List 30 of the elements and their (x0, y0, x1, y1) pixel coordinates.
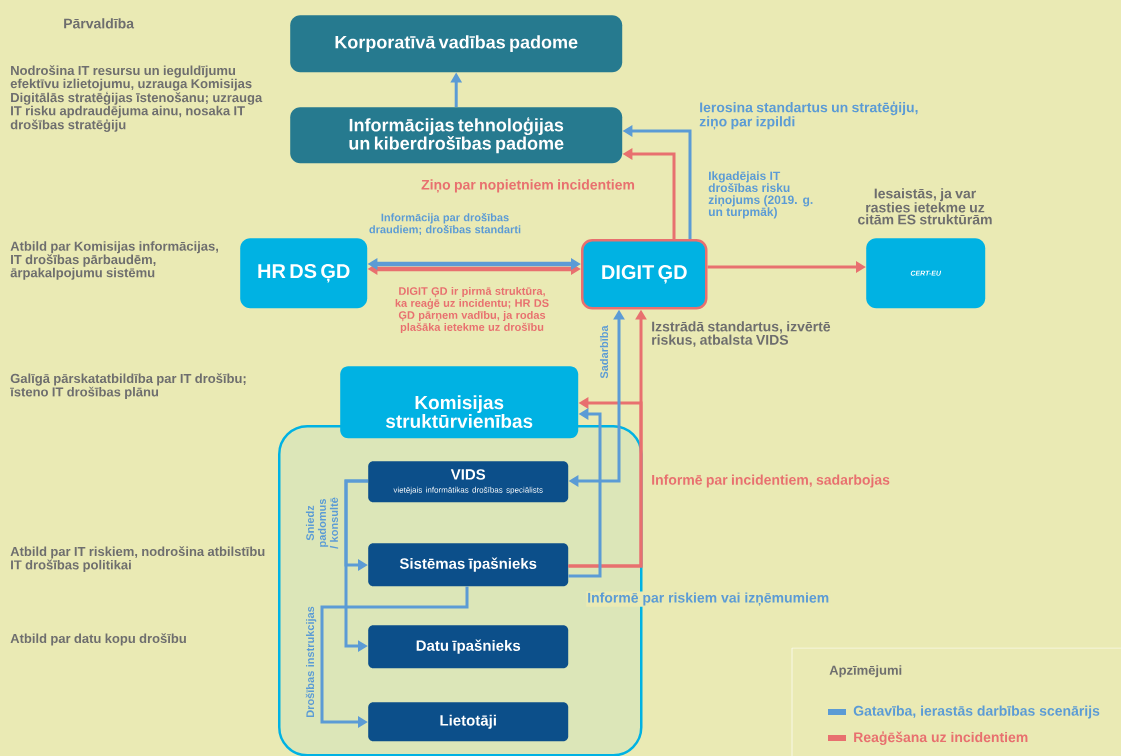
role-box: VIDS vietējais informātikas drošības speciālists (368, 461, 569, 503)
label-text: Atbild par IT riskiem, nodrošina atbilstību IT drošības politikai (10, 546, 265, 572)
legend-text: Gatavība, ierastās darbības scenārijs (853, 705, 1100, 719)
label-text: Apzīmējumi (829, 665, 902, 678)
board-box: Korporatīvā vadības padome (290, 15, 623, 73)
department-box: HR DS ĢD (240, 238, 368, 309)
department-box: DIGIT ĢD (581, 239, 708, 310)
role-box: Lietotāji (368, 702, 569, 742)
edge-label: Sniedz padomus / konsultē (305, 497, 339, 549)
label-text: Galīgā pārskatatbildība par IT drošību; īsteno IT drošības plānu (10, 373, 246, 400)
edge-label: Sadarbība (599, 325, 609, 379)
edge-label: DIGIT ĢD ir pirmā struktūra, ka reaģē uz incidentu; HR DS ĢD pārņem vadību, ja rodas plašāka ietekme uz drošību (395, 286, 549, 334)
label-text: Atbild par Komisijas informācijas, IT drošības pārbaudēm, ārpakalpojumu sistēmu (10, 241, 218, 280)
label-text: Atbild par datu kopu drošību (10, 633, 186, 646)
edge-label: Informācija par drošības draudiem; drošības standarti (369, 213, 521, 235)
label-text: Izstrādā standartus, izvērtē riskus, atbalsta VIDS (652, 321, 831, 347)
note-text: Iesaistās, ja var rasties ietekme uz citām ES struktūrām (858, 188, 992, 225)
edge-label: Informē par riskiem vai izņēmumiem (586, 591, 831, 607)
role-box: Sistēmas īpašnieks (368, 543, 569, 587)
board-box: Informācijas tehnoloģijas un kiberdrošības padome (290, 107, 623, 164)
header-tab: Komisijas struktūrvienības (340, 366, 579, 439)
legend-text: Reaģēšana uz incidentiem (854, 731, 1028, 745)
label-text: Pārvaldība (64, 18, 135, 29)
edge-label: Ierosina standartus un stratēģiju, ziņo par izpildi (699, 101, 918, 130)
edge-label: Ziņo par nopietniem incidentiem (421, 179, 635, 193)
label-text: Ikgadējais IT drošības risku ziņojums (2019. g. un turpmāk) (708, 171, 813, 219)
edge-label: Informē par incidentiem, sadarbojas (652, 474, 890, 488)
role-box: Datu īpašnieks (368, 625, 569, 669)
label-text: Nodrošina IT resursu un ieguldījumu efektīvu izlietojumu, uzrauga Komisijas Digitālās stratēģijas īstenošanu; uzrauga IT risku apdraudējuma ainu, nosaka IT drošības stratēģiju (10, 65, 263, 132)
edge-label: Drošības instrukcijas (305, 606, 317, 718)
